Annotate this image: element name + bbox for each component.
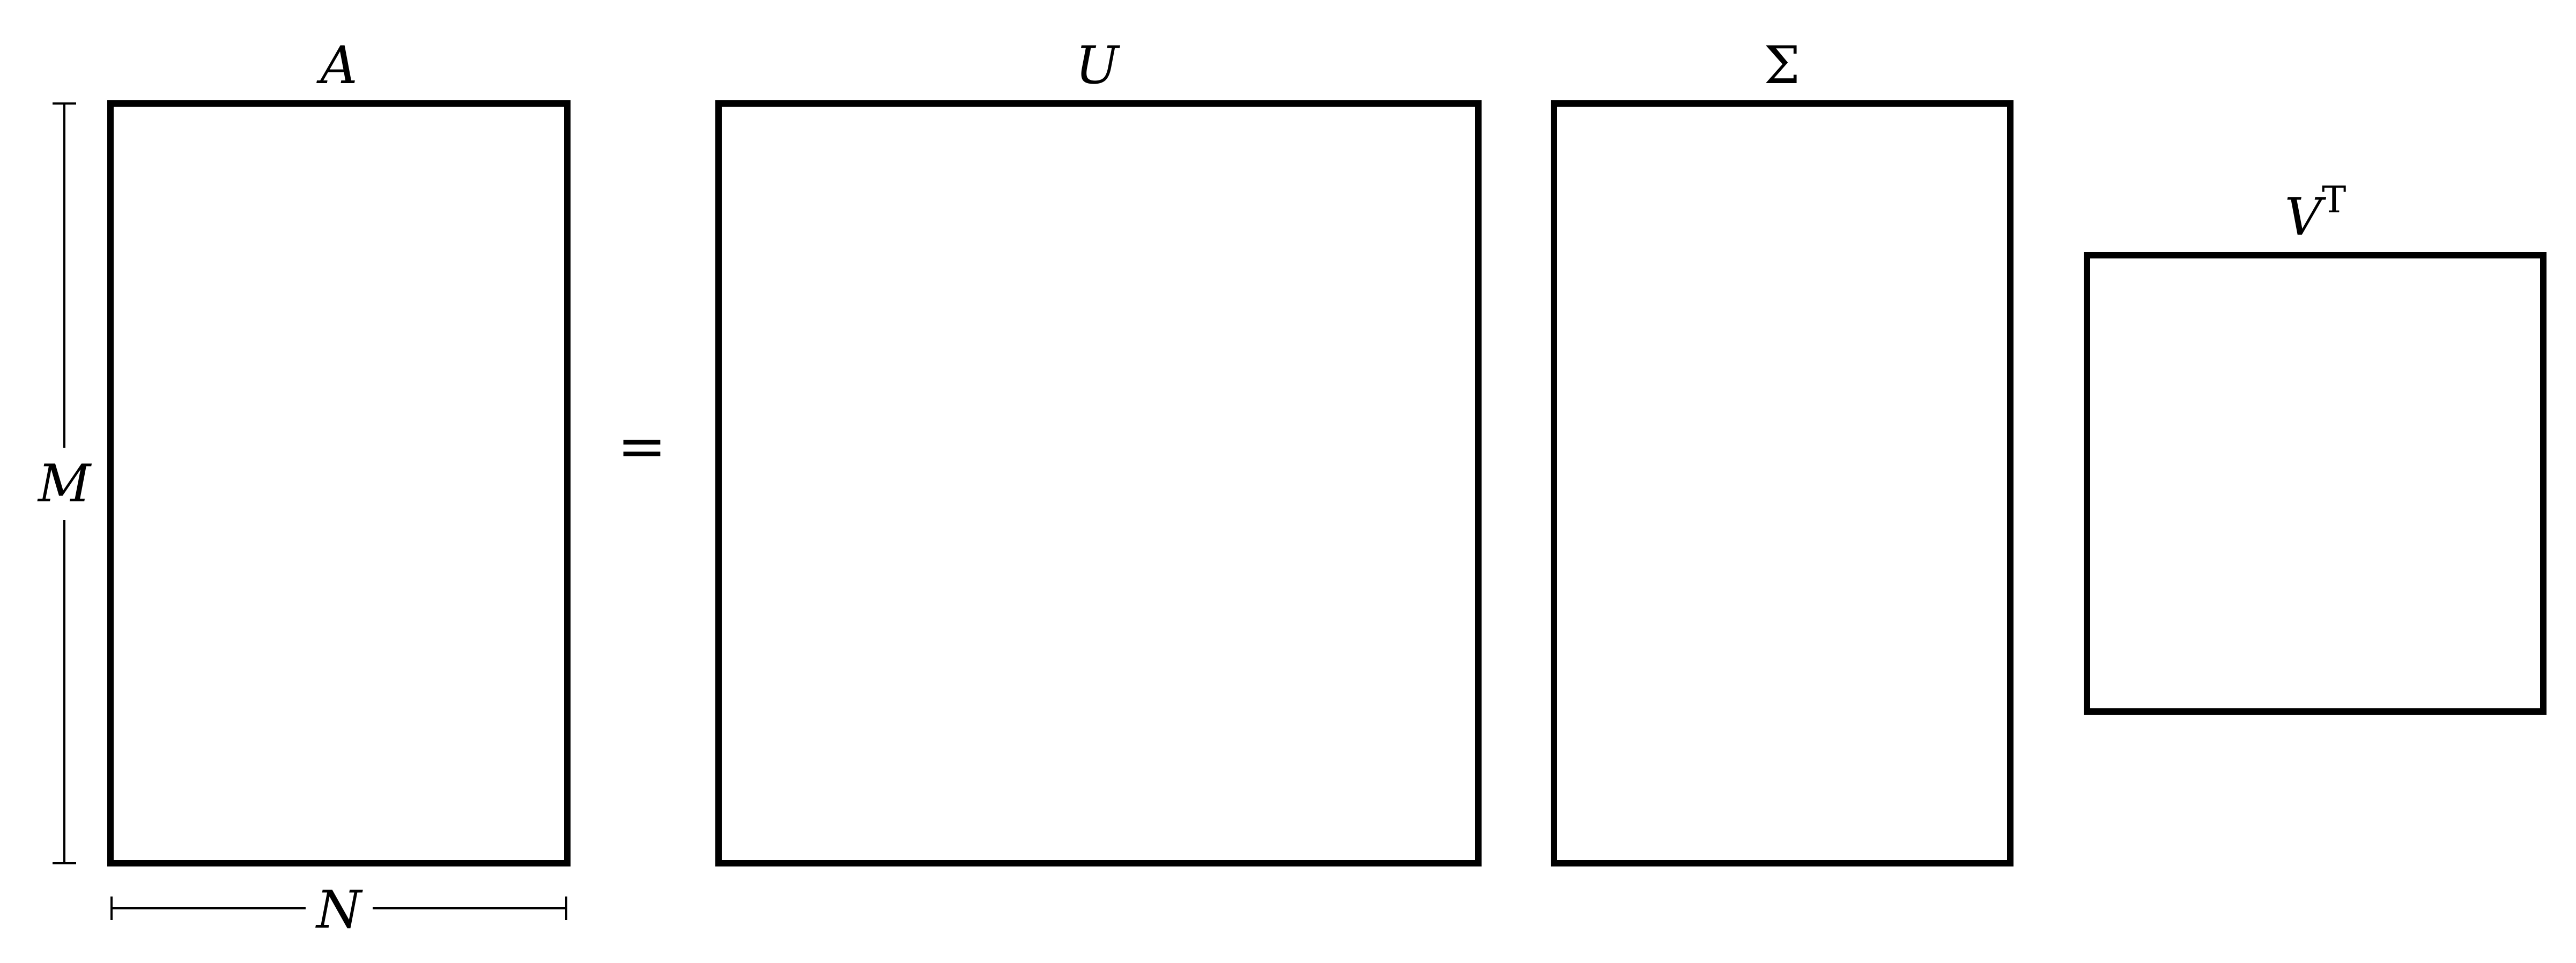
matrix-u-label: U — [1076, 35, 1121, 95]
equals-sign: = — [617, 412, 667, 480]
matrix-a-box — [107, 100, 571, 866]
matrix-sigma-box — [1551, 100, 2014, 866]
matrix-vt-label-base: V — [2285, 187, 2327, 247]
cols-dimension-label: N — [315, 880, 363, 940]
matrix-vt-label-superscript: T — [2322, 179, 2346, 221]
matrix-vt-label: VT — [2285, 179, 2346, 247]
matrix-a-label: A — [316, 35, 357, 95]
matrix-vt-box — [2084, 252, 2547, 715]
rows-dimension-label: M — [37, 454, 92, 514]
matrix-sigma-label: Σ — [1764, 35, 1800, 95]
matrix-u-box — [715, 100, 1482, 866]
